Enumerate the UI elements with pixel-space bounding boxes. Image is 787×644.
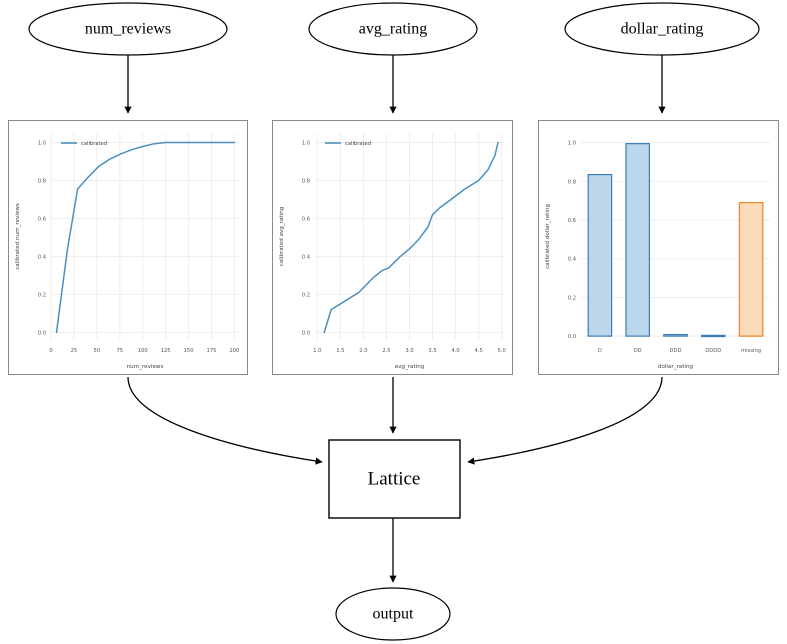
x-tick-label: 200 [229,348,239,354]
x-tick-label: DDDD [705,348,721,354]
y-tick-label: 0.0 [38,330,46,336]
x-tick-label: 2.5 [382,348,390,354]
y-tick-label: 0.4 [568,257,577,263]
x-tick-label: 50 [94,348,101,354]
ellipse-shape [335,587,451,641]
y-axis-title: calibrated avg_rating [279,206,285,266]
y-tick-label: 0.6 [568,218,576,224]
x-axis-title: num_reviews [127,364,164,370]
y-tick-label: 1.0 [38,140,46,146]
node-avg-rating[interactable]: avg_rating [308,2,478,56]
y-tick-label: 0.8 [302,178,310,184]
x-tick-label: DD [634,348,642,354]
bar-DDD [663,333,688,337]
bar-missing [738,202,764,337]
chart-panel-avg-rating[interactable]: 1.0 1.5 2.0 2.5 3.0 3.5 4.0 4.5 5.0 0.0 0.2 0.4 0.6 0… [272,120,513,375]
x-tick-label: D [598,348,602,354]
y-tick-label: 0.2 [302,292,310,298]
legend-label: calibrated [81,141,107,147]
x-tick-label: DDD [670,348,682,354]
y-tick-label: 0.2 [38,292,46,298]
bar-DDDD [700,334,726,338]
x-tick-label: 3.0 [405,348,413,354]
node-lattice[interactable]: Lattice [328,439,461,519]
series-line-calibrated [55,141,236,334]
x-tick-label: 125 [161,348,171,354]
y-tick-label: 0.2 [568,295,576,301]
x-tick-label: 1.5 [336,348,344,354]
y-tick-label: 0.6 [302,216,310,222]
x-tick-label: 75 [116,348,123,354]
chart-svg-avg-rating: 1.0 1.5 2.0 2.5 3.0 3.5 4.0 4.5 5.0 0.0 0.2 0.4 0.6 0… [279,133,506,370]
x-tick-label: 2.0 [359,348,367,354]
bar-D [587,173,613,337]
chart-legend: calibrated [325,141,371,147]
x-tick-label: 4.5 [475,348,483,354]
lattice-box-shape [328,439,461,519]
y-tick-label: 1.0 [568,141,576,147]
chart-panel-num-reviews[interactable]: 0 25 50 75 100 125 150 175 200 0.0 0.2 0.4 0.6 0.8 1.0… [8,120,248,375]
legend-label: calibrated [345,141,371,147]
x-tick-label: 175 [207,348,217,354]
series-line-calibrated [323,141,499,334]
y-axis-title: calibrated num_reviews [15,203,21,270]
x-tick-label: missing [741,348,761,354]
y-tick-label: 0.4 [302,254,311,260]
x-tick-label: 150 [184,348,194,354]
x-tick-label: 3.5 [428,348,436,354]
node-dollar-rating[interactable]: dollar_rating [564,2,760,56]
node-label-dollar-rating: dollar_rating [621,21,704,38]
edge-calibrator-dollar-rating-to-lattice [467,376,663,465]
node-label-avg-rating: avg_rating [359,21,427,38]
y-tick-label: 0.8 [568,179,576,185]
x-tick-label: 100 [138,348,148,354]
edge-calibrator-num-reviews-to-lattice [127,376,323,465]
bar-DD [625,143,651,337]
y-axis-title: calibrated dollar_rating [545,204,551,269]
chart-legend: calibrated [61,141,107,147]
x-tick-label: 5.0 [498,348,506,354]
x-tick-label: 1.0 [313,348,321,354]
x-tick-label: 0 [49,348,52,354]
node-output[interactable]: output [335,587,451,641]
y-tick-label: 0.4 [38,254,47,260]
x-axis-title: avg_rating [395,364,425,370]
y-tick-label: 0.6 [38,216,46,222]
node-label-output: output [373,606,414,623]
x-tick-label: 4.0 [451,348,459,354]
y-tick-label: 0.8 [38,178,46,184]
x-axis-title: dollar_rating [658,364,694,370]
node-num-reviews[interactable]: num_reviews [28,2,228,56]
node-label-lattice: Lattice [368,468,421,489]
y-tick-label: 1.0 [302,140,310,146]
x-tick-label: 25 [71,348,78,354]
chart-svg-num-reviews: 0 25 50 75 100 125 150 175 200 0.0 0.2 0.4 0.6 0.8 1.0… [15,133,239,370]
y-tick-label: 0.0 [568,334,576,340]
y-tick-label: 0.0 [302,330,310,336]
node-label-num-reviews: num_reviews [85,21,171,38]
